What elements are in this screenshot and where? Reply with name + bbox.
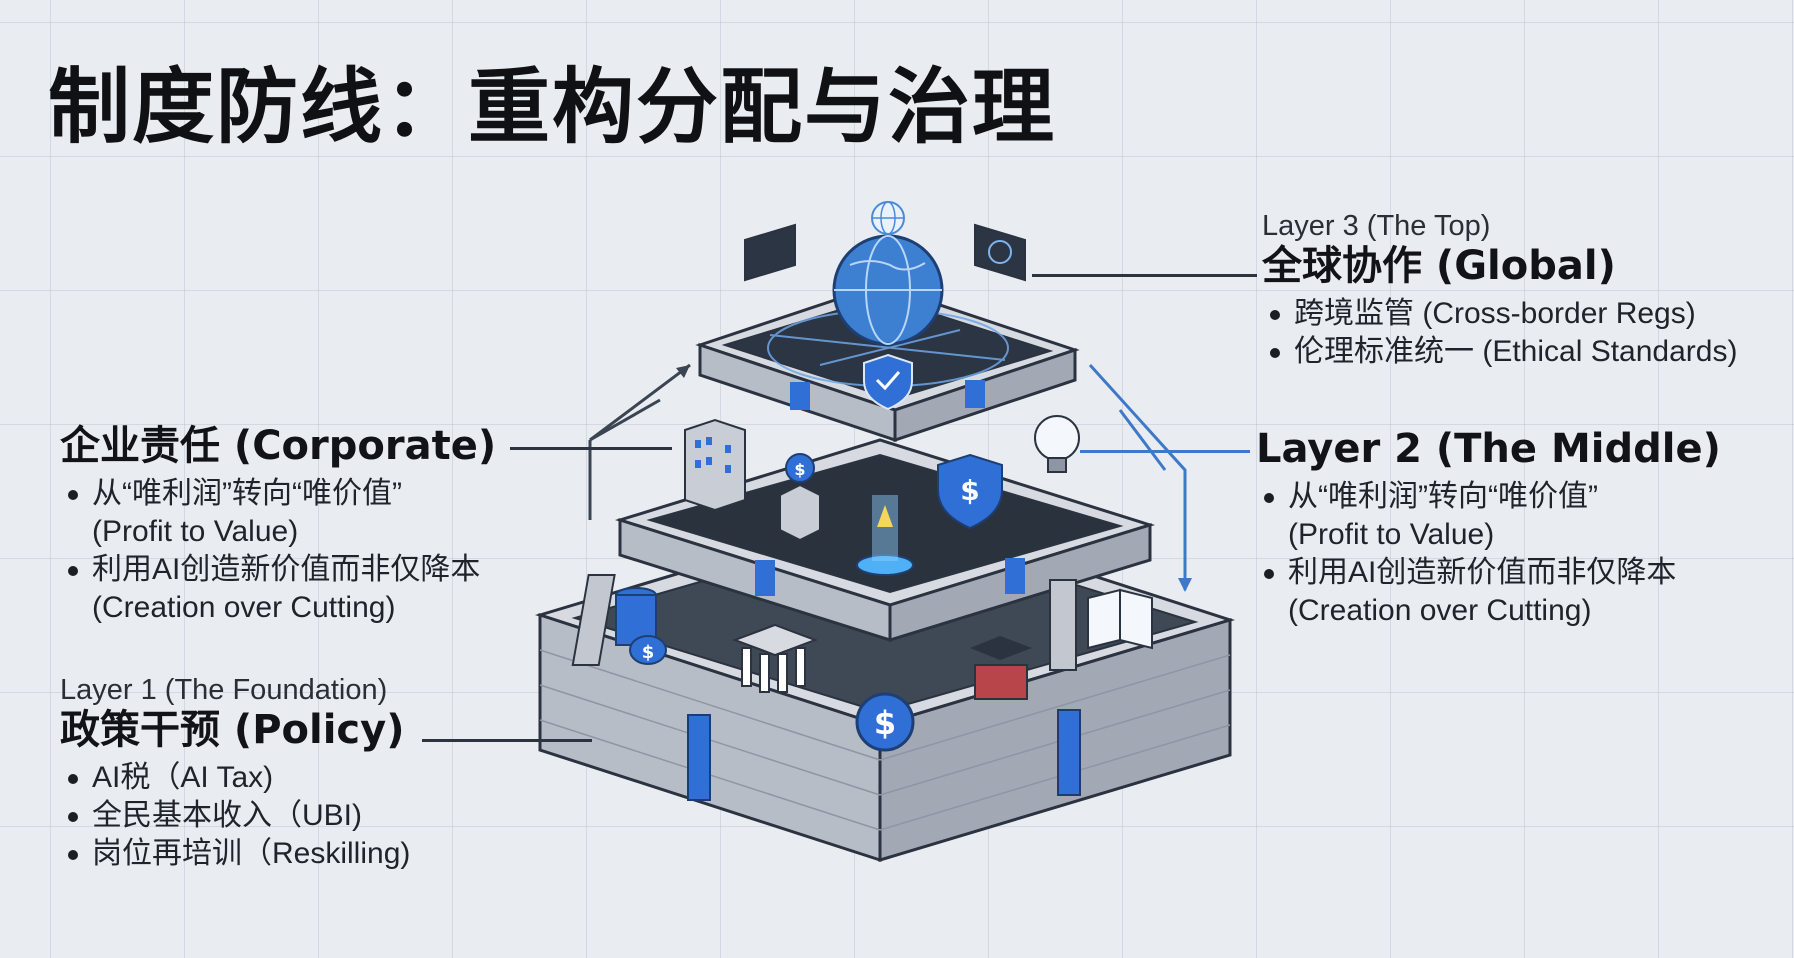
- layer-2-heading: Layer 2 (The Middle): [1256, 426, 1721, 472]
- bullet-en: (Creation over Cutting): [92, 591, 396, 624]
- layer-3-heading: 全球协作 (Global): [1262, 243, 1616, 289]
- svg-text:$: $: [960, 474, 979, 507]
- bullet-en: (Creation over Cutting): [1288, 594, 1592, 627]
- bank-icon: [732, 623, 818, 693]
- monitor-icon: [744, 223, 1026, 282]
- layer-1-label: Layer 1 (The Foundation) 政策干预 (Policy) A…: [60, 674, 410, 873]
- connector-top: [1032, 274, 1257, 277]
- connector-foundation: [422, 739, 592, 742]
- portal-icon: [856, 495, 914, 576]
- list-item: 从“唯利润”转向“唯价值” (Profit to Value): [1256, 478, 1721, 554]
- connector-corporate: [510, 447, 672, 450]
- list-item: 从“唯利润”转向“唯价值” (Profit to Value): [60, 475, 496, 551]
- top-layer: [695, 283, 1080, 443]
- layer-3-bullets: 跨境监管 (Cross-border Regs) 伦理标准统一 (Ethical…: [1262, 295, 1737, 371]
- corporate-label: 企业责任 (Corporate) 从“唯利润”转向“唯价值” (Profit to…: [60, 423, 496, 627]
- layer-3-label: Layer 3 (The Top) 全球协作 (Global) 跨境监管 (Cr…: [1262, 210, 1737, 371]
- bullet-zh: 从“唯利润”转向“唯价值”: [1288, 480, 1598, 513]
- layer-2-label: Layer 2 (The Middle) 从“唯利润”转向“唯价值” (Profi…: [1256, 426, 1721, 630]
- shield-check-icon: [863, 353, 913, 411]
- layer-1-subtitle: Layer 1 (The Foundation): [60, 674, 388, 706]
- graduation-cap-icon: [970, 636, 1032, 700]
- list-item: 伦理标准统一 (Ethical Standards): [1262, 333, 1737, 371]
- page-title: 制度防线：重构分配与治理: [48, 60, 1057, 155]
- dollar-coin-icon: $: [855, 692, 915, 752]
- list-item: 全民基本收入（UBI): [60, 797, 410, 835]
- globe-icon: [832, 234, 944, 346]
- bullet-zh: 利用AI创造新价值而非仅降本: [1288, 556, 1677, 589]
- list-item: AI税（AI Tax): [60, 759, 410, 797]
- svg-text:$: $: [794, 460, 805, 479]
- small-globe-icon: [871, 201, 905, 235]
- bullet-zh: 利用AI创造新价值而非仅降本: [92, 553, 481, 586]
- bullet-zh: 从“唯利润”转向“唯价值”: [92, 477, 402, 510]
- bullet-en: (Profit to Value): [92, 515, 299, 548]
- layer-1-bullets: AI税（AI Tax) 全民基本收入（UBI) 岗位再培训（Reskilling…: [60, 759, 410, 873]
- list-item: 岗位再培训（Reskilling): [60, 835, 410, 873]
- book-icon: [1087, 588, 1153, 650]
- coin-stack-icon: $: [615, 587, 667, 665]
- dollar-shield-icon: $: [937, 453, 1003, 530]
- bullet-en: (Profit to Value): [1288, 518, 1495, 551]
- layer-3-subtitle: Layer 3 (The Top): [1262, 210, 1491, 242]
- corporate-bullets: 从“唯利润”转向“唯价值” (Profit to Value) 利用AI创造新价值…: [60, 475, 496, 627]
- connector-middle: [1080, 450, 1250, 453]
- side-arrows: [588, 363, 1192, 592]
- corporate-heading: 企业责任 (Corporate): [60, 423, 497, 469]
- svg-text:$: $: [874, 704, 896, 742]
- list-item: 利用AI创造新价值而非仅降本 (Creation over Cutting): [60, 551, 496, 627]
- svg-text:$: $: [642, 642, 655, 663]
- dollar-pin-icon: $: [779, 453, 821, 542]
- layer-2-bullets: 从“唯利润”转向“唯价值” (Profit to Value) 利用AI创造新价值…: [1256, 478, 1721, 630]
- list-item: 利用AI创造新价值而非仅降本 (Creation over Cutting): [1256, 554, 1721, 630]
- building-icon: [684, 418, 746, 512]
- list-item: 跨境监管 (Cross-border Regs): [1262, 295, 1737, 333]
- lightbulb-icon: [1034, 415, 1080, 473]
- layer-1-heading: 政策干预 (Policy): [60, 707, 405, 753]
